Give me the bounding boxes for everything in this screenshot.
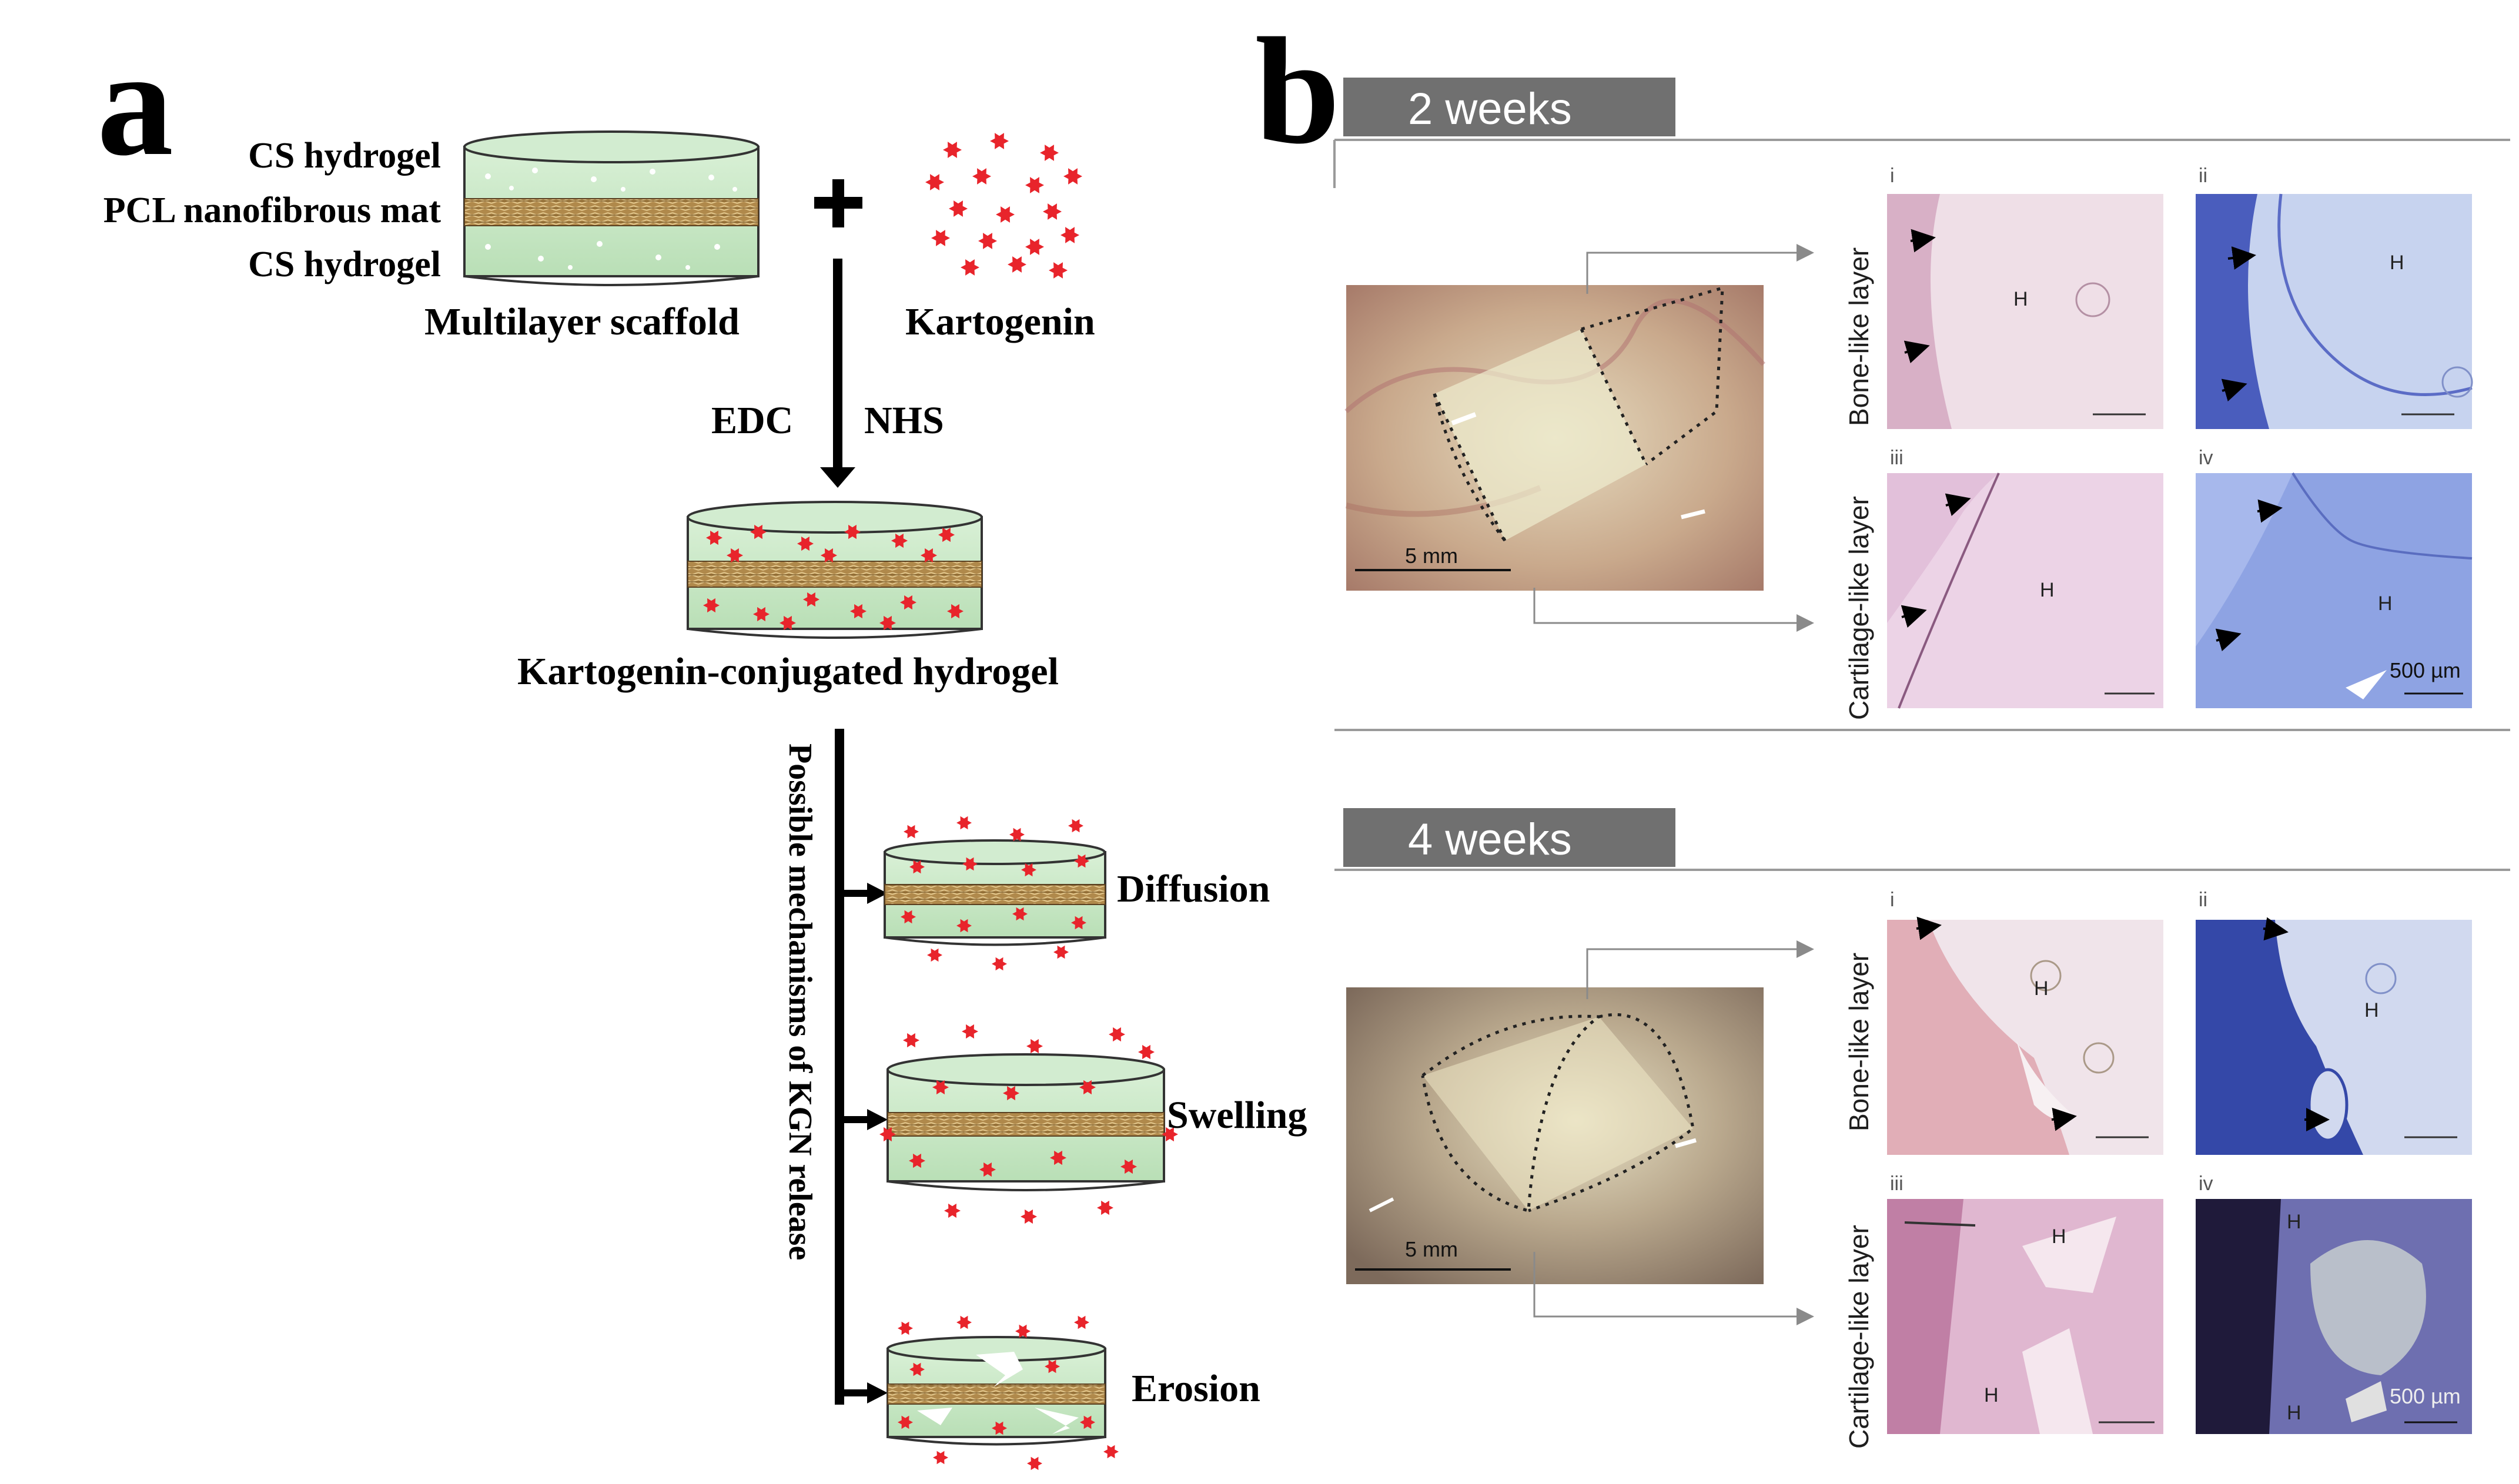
kartogenin-particle	[1061, 227, 1079, 243]
hydrogel-mark-2w-iii: H	[2040, 579, 2055, 602]
hydrogel-mark-4w-i: H	[2034, 977, 2049, 1000]
kartogenin-particle	[1015, 1325, 1031, 1338]
kartogenin-particle	[933, 1451, 948, 1465]
roman-4w-ii: ii	[2199, 889, 2207, 912]
kartogenin-particle	[898, 1322, 913, 1335]
kartogenin-particle	[1049, 262, 1068, 279]
erosion-scaffold	[888, 1316, 1119, 1470]
row-label-4w-bone: Bone-like layer	[1843, 953, 1875, 1131]
hydrogel-mark-2w-ii: H	[2390, 252, 2404, 274]
kgn-conjugated-scaffold	[688, 502, 982, 638]
swelling-scaffold	[879, 1024, 1178, 1224]
kartogenin-particle	[1027, 1457, 1042, 1470]
micrograph-2w-i	[1887, 194, 2163, 429]
panel-a-letter: a	[97, 26, 173, 179]
micrograph-2w-iii	[1887, 473, 2163, 708]
micro-scale-4w: 500 µm	[2390, 1384, 2461, 1409]
row-label-4w-cartilage: Cartilage-like layer	[1843, 1225, 1875, 1449]
diffusion-scaffold	[885, 816, 1105, 971]
kartogenin-particle	[1025, 239, 1044, 255]
hydrogel-mark-4w-iii-bottom: H	[1984, 1384, 1999, 1407]
kartogenin-particle	[978, 233, 997, 249]
swelling-label: Swelling	[1167, 1093, 1307, 1138]
kartogenin-particle	[1109, 1027, 1125, 1041]
kartogenin-particle	[1138, 1045, 1155, 1059]
multilayer-scaffold	[464, 132, 758, 285]
kartogenin-particle	[943, 142, 962, 158]
hydrogel-mark-4w-iv-top: H	[2287, 1211, 2301, 1234]
scaffold-label: Multilayer scaffold	[424, 300, 740, 344]
kartogenin-particle	[1021, 1210, 1037, 1224]
nhs-label: NHS	[864, 398, 944, 443]
kartogenin-particle	[1026, 1039, 1043, 1053]
photo-scale-4w: 5 mm	[1405, 1237, 1458, 1262]
roman-2w-ii: ii	[2199, 165, 2207, 187]
timepoint-2-weeks: 2 weeks	[1343, 78, 1675, 136]
diffusion-label: Diffusion	[1117, 867, 1270, 912]
micro-scale-2w: 500 µm	[2390, 658, 2461, 683]
kartogenin-particle	[1068, 819, 1083, 833]
micrograph-4w-i	[1887, 920, 2163, 1155]
kartogenin-particle	[1063, 168, 1082, 185]
panel-b-letter: b	[1255, 15, 1340, 168]
hydrogel-mark-4w-iii-top: H	[2052, 1225, 2066, 1248]
kartogenin-label: Kartogenin	[905, 300, 1095, 344]
micrograph-4w-iii	[1887, 1199, 2163, 1434]
kartogenin-particle	[1097, 1201, 1113, 1215]
product-label: Kartogenin-conjugated hydrogel	[517, 649, 1059, 694]
kartogenin-particle	[990, 133, 1009, 149]
roman-4w-iv: iv	[2199, 1173, 2213, 1195]
bottom-layer-label: CS hydrogel	[248, 244, 441, 286]
kartogenin-particle	[956, 1316, 972, 1329]
hydrogel-mark-2w-i: H	[2013, 288, 2028, 311]
photo-scale-2w: 5 mm	[1405, 544, 1458, 568]
kartogenin-particle	[903, 1033, 919, 1047]
kartogenin-particle	[1074, 1316, 1089, 1329]
roman-4w-iii: iii	[1890, 1173, 1904, 1195]
erosion-label: Erosion	[1132, 1366, 1260, 1411]
middle-layer-label: PCL nanofibrous mat	[103, 190, 441, 232]
kartogenin-cluster	[925, 133, 1082, 279]
roman-4w-i: i	[1890, 889, 1895, 912]
kartogenin-particle	[1103, 1445, 1119, 1459]
micrograph-4w-ii	[2196, 920, 2472, 1155]
mechanism-axis-label: Possible mechanisms of KGN release	[781, 743, 819, 1260]
kartogenin-particle	[1043, 203, 1062, 220]
kartogenin-particle	[949, 200, 968, 217]
micrograph-2w-ii	[2196, 194, 2472, 429]
kartogenin-particle	[992, 957, 1007, 971]
roman-2w-iii: iii	[1890, 447, 1904, 470]
row-label-2w-bone: Bone-like layer	[1843, 247, 1875, 426]
roman-2w-iv: iv	[2199, 447, 2213, 470]
kartogenin-particle	[904, 825, 919, 839]
kartogenin-particle	[1053, 946, 1069, 959]
timepoint-4-weeks: 4 weeks	[1343, 808, 1675, 867]
kartogenin-particle	[944, 1204, 961, 1218]
plus-sign	[814, 179, 862, 227]
kartogenin-particle	[1008, 256, 1026, 273]
kartogenin-particle	[956, 816, 972, 830]
kartogenin-particle	[996, 206, 1015, 223]
kartogenin-particle	[1040, 145, 1059, 161]
kartogenin-particle	[931, 230, 950, 246]
kartogenin-particle	[925, 174, 944, 190]
top-layer-label: CS hydrogel	[248, 135, 441, 177]
kartogenin-particle	[1025, 177, 1044, 193]
kartogenin-particle	[961, 259, 979, 276]
kartogenin-particle	[927, 949, 942, 962]
edc-label: EDC	[711, 398, 793, 443]
hydrogel-mark-2w-iv: H	[2378, 592, 2393, 615]
kartogenin-particle	[972, 168, 991, 185]
roman-2w-i: i	[1890, 165, 1895, 187]
hydrogel-mark-4w-ii: H	[2364, 999, 2379, 1022]
row-label-2w-cartilage: Cartilage-like layer	[1843, 496, 1875, 720]
kartogenin-particle	[962, 1024, 978, 1039]
kartogenin-particle	[1009, 828, 1025, 842]
hydrogel-mark-4w-iv-bottom: H	[2287, 1402, 2301, 1425]
